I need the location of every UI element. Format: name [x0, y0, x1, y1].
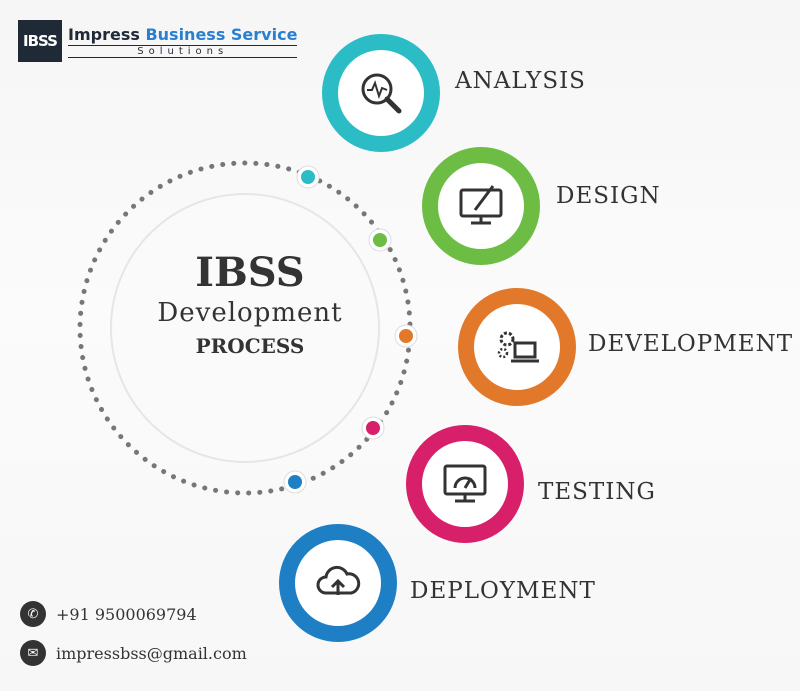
- step-label-analysis: ANALYSIS: [455, 68, 586, 94]
- logo-name: Impress Business Service: [68, 25, 297, 44]
- gears-laptop-icon: [497, 331, 539, 363]
- arc-markers: [283, 165, 418, 494]
- step-label-deployment: DEPLOYMENT: [410, 578, 596, 604]
- inner-circle: [110, 193, 380, 463]
- center-title-line1: IBSS: [195, 249, 305, 296]
- step-deployment: [279, 524, 397, 642]
- speed-monitor-icon: [443, 464, 487, 503]
- contact-email: ✉ impressbss@gmail.com: [20, 640, 247, 666]
- step-testing: [406, 425, 524, 543]
- step-analysis: [322, 34, 440, 152]
- contact-phone: ✆ +91 9500069794: [20, 601, 197, 627]
- logo-name-part2: Business Service: [145, 24, 298, 44]
- logo-name-part1: Impress: [68, 24, 140, 44]
- logo-subtitle: Solutions: [68, 44, 298, 58]
- step-label-testing: TESTING: [538, 479, 656, 505]
- center-title-line2: Development: [157, 298, 343, 328]
- magnifier-pulse-icon: [361, 73, 402, 114]
- step-design: [422, 147, 540, 265]
- step-label-development: DEVELOPMENT: [588, 331, 794, 357]
- center-title-line3: PROCESS: [195, 334, 305, 358]
- phone-icon: ✆: [20, 601, 46, 627]
- email-address: impressbss@gmail.com: [56, 643, 247, 663]
- cloud-upload-icon: [316, 565, 361, 595]
- step-development: [458, 288, 576, 406]
- monitor-pen-icon: [459, 185, 503, 225]
- phone-number: +91 9500069794: [56, 604, 197, 624]
- envelope-icon: ✉: [20, 640, 46, 666]
- step-label-design: DESIGN: [556, 183, 661, 209]
- company-logo: IBSS Impress Business Service Solutions: [18, 20, 298, 62]
- logo-mark: IBSS: [18, 20, 62, 62]
- center-title: IBSS Development PROCESS: [130, 250, 370, 362]
